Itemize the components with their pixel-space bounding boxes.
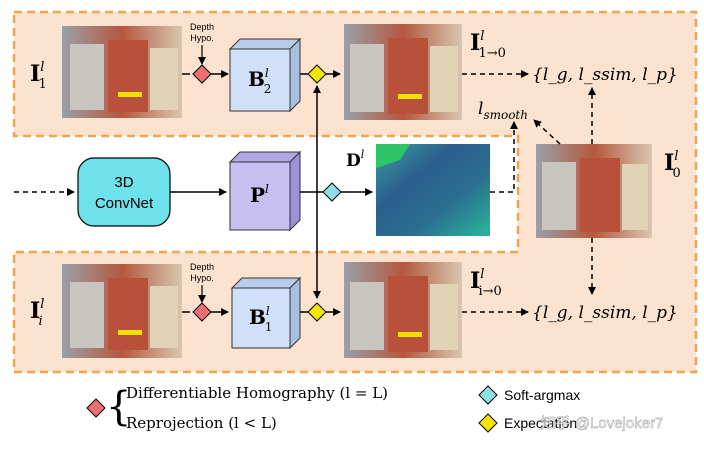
homography-diamond-bottom <box>192 302 212 322</box>
legend-expectation-label: Expectation <box>504 415 577 431</box>
legend-homography-diamond <box>86 398 106 418</box>
depth-hypo-label-bottom: Depth <box>190 262 214 272</box>
dashed-panel <box>14 12 696 372</box>
svg-text:Hypo.: Hypo. <box>190 273 214 283</box>
expectation-diamond-top <box>307 64 327 84</box>
legend-softargmax-diamond <box>478 385 498 405</box>
legend-softargmax-label: Soft-argmax <box>504 387 580 403</box>
photo-ii-to-0 <box>344 262 462 358</box>
box-b2 <box>228 37 302 113</box>
photo-i0 <box>536 144 652 238</box>
homography-diamond-top <box>192 64 212 84</box>
loss-bottom: {l_g, l_ssim, l_p} <box>532 303 678 323</box>
photo-ii <box>62 264 182 358</box>
box-p <box>228 150 302 232</box>
softargmax-diamond <box>322 182 342 202</box>
legend-homography-label: Differentiable Homography (l = L) <box>126 384 388 402</box>
svg-text:Hypo.: Hypo. <box>190 33 214 43</box>
depth-map <box>376 144 490 236</box>
loss-smooth: lsmooth <box>478 99 528 122</box>
legend-reprojection-label: Reprojection (l < L) <box>126 414 277 432</box>
depth-hypo-label-top: Depth <box>190 22 214 32</box>
label-d: Dl <box>346 148 365 171</box>
convnet-label-1: 3D <box>114 174 133 191</box>
photo-i1 <box>62 26 182 118</box>
label-p: Pl <box>250 182 269 207</box>
box-b1 <box>230 276 302 350</box>
legend-expectation-diamond <box>478 413 498 433</box>
photo-i1-to-0 <box>344 24 462 120</box>
loss-top: {l_g, l_ssim, l_p} <box>532 65 678 85</box>
expectation-diamond-bottom <box>307 302 327 322</box>
convnet-box <box>77 157 171 227</box>
convnet-label-2: ConvNet <box>95 195 154 212</box>
legend-brace: { <box>106 384 131 430</box>
watermark: 知乎 @Lovejoker7 <box>541 415 664 432</box>
